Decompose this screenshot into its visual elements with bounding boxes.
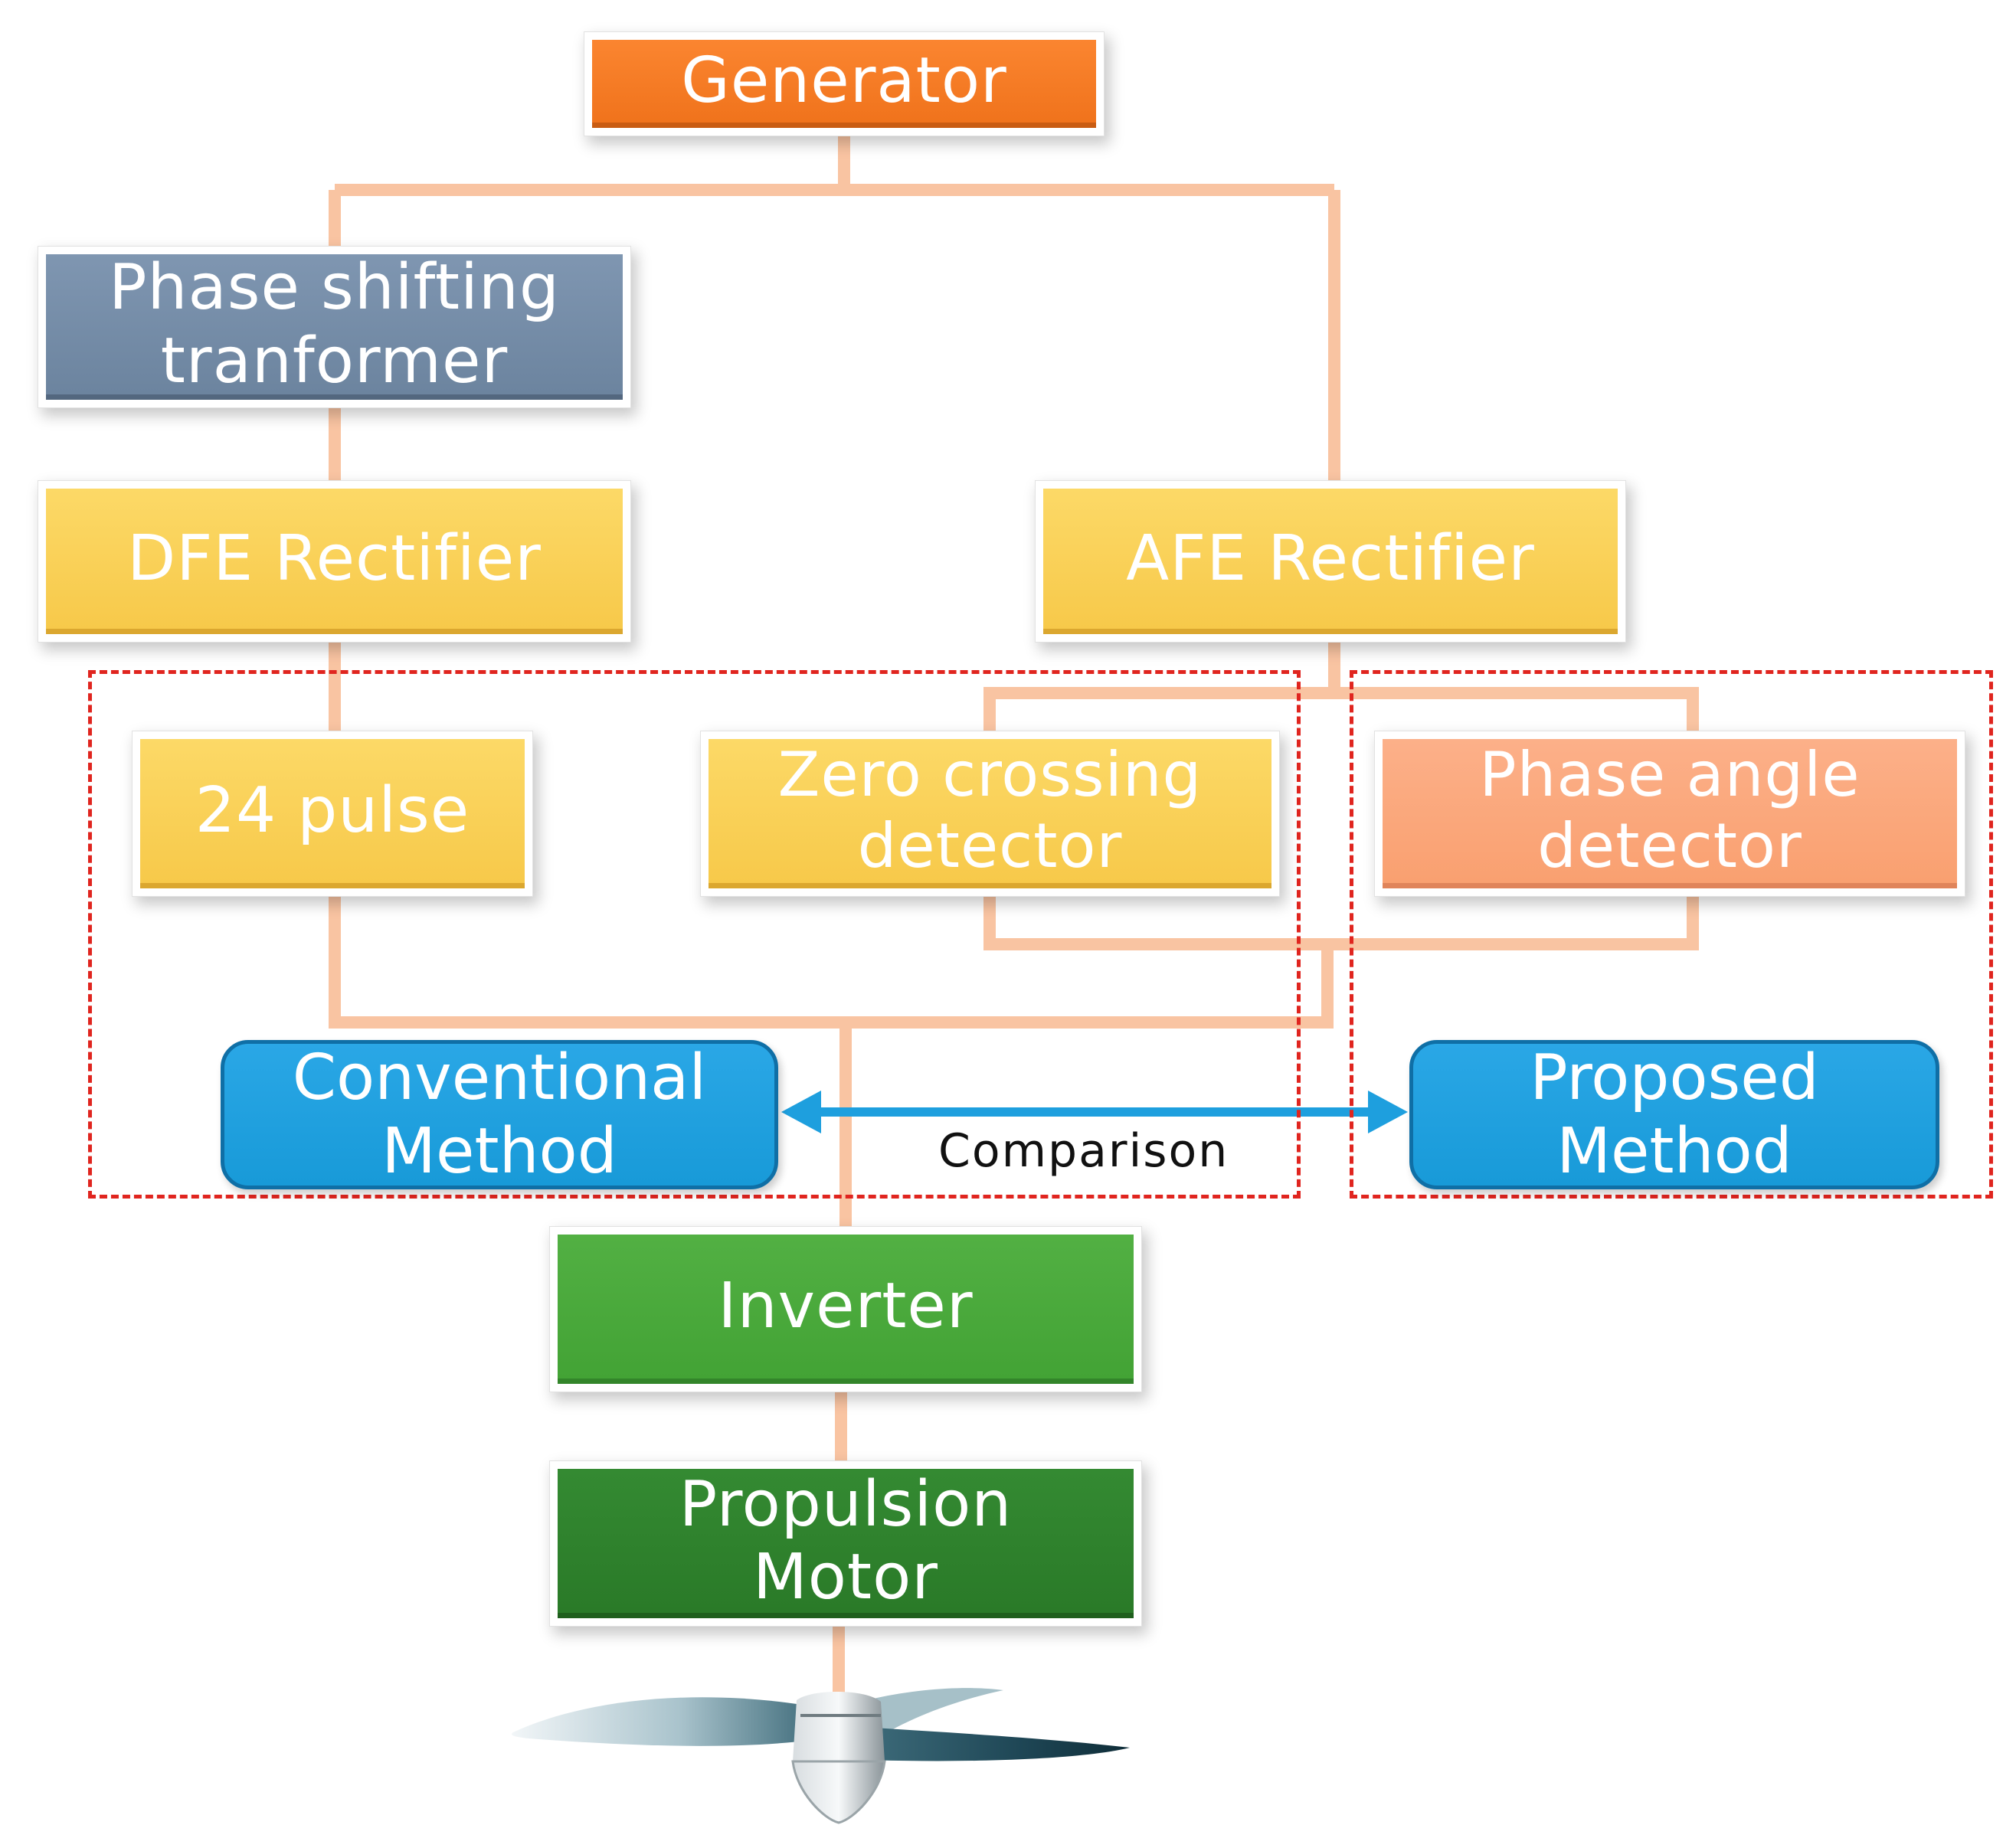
inverter-label: Inverter [718, 1270, 974, 1343]
proposed-method-label: Proposed Method [1530, 1042, 1819, 1188]
pulse-24-label: 24 pulse [195, 774, 470, 848]
afe-rectifier-block: AFE Rectifier [1036, 481, 1625, 642]
proposed-method-block: Proposed Method [1409, 1040, 1939, 1189]
phase-shifting-transformer-block: Phase shifting tranformer [38, 247, 630, 407]
conventional-group-border [88, 670, 1301, 1199]
phase-shifting-transformer-label: Phase shifting tranformer [109, 251, 560, 397]
zero-crossing-detector-label: Zero crossing detector [777, 739, 1203, 881]
connector-lines [329, 134, 1699, 1692]
dfe-rectifier-label: DFE Rectifier [127, 522, 542, 595]
phase-angle-detector-block: Phase angle detector [1375, 731, 1965, 896]
generator-block: Generator [584, 32, 1104, 136]
proposed-group-border [1350, 670, 1993, 1199]
propulsion-motor-label: Propulsion Motor [679, 1467, 1013, 1614]
comparison-label: Comparison [938, 1124, 1229, 1178]
zero-crossing-detector-block: Zero crossing detector [701, 731, 1279, 896]
conventional-method-label: Conventional Method [292, 1042, 707, 1188]
propeller-icon [512, 1688, 1130, 1824]
conventional-method-block: Conventional Method [221, 1040, 778, 1189]
dfe-rectifier-block: DFE Rectifier [38, 481, 630, 642]
generator-label: Generator [681, 44, 1007, 118]
propulsion-motor-block: Propulsion Motor [550, 1461, 1141, 1626]
phase-angle-detector-label: Phase angle detector [1479, 739, 1861, 881]
comparison-arrow [781, 1091, 1408, 1133]
afe-rectifier-label: AFE Rectifier [1126, 522, 1535, 595]
inverter-block: Inverter [550, 1227, 1141, 1392]
pulse-24-block: 24 pulse [133, 731, 532, 896]
